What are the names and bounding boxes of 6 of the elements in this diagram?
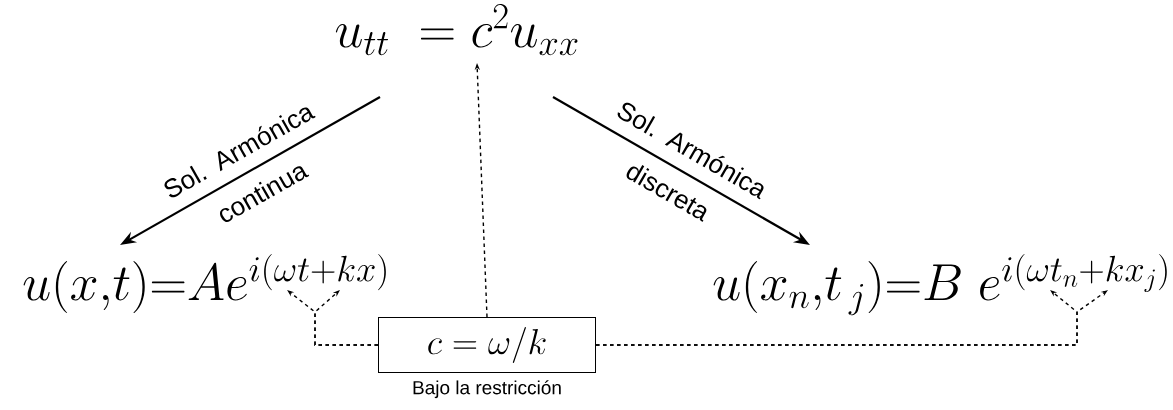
equation: $u_{tt}\ = c^2u_{xx}$	[335, 4, 578, 56]
constraint-box: $c=\omega/k$	[378, 317, 596, 373]
equation: $u(x{,}t){=}Ae^{i(\omega t+kx)}$	[23, 253, 386, 313]
node-label: Bajo la restricción	[413, 380, 561, 399]
equation: $u(x_n{,}t_{\,j}){=}B\;e^{i(\omega t_n+kx_j)}$	[713, 253, 1167, 316]
dashed-arrow	[314, 290, 379, 346]
